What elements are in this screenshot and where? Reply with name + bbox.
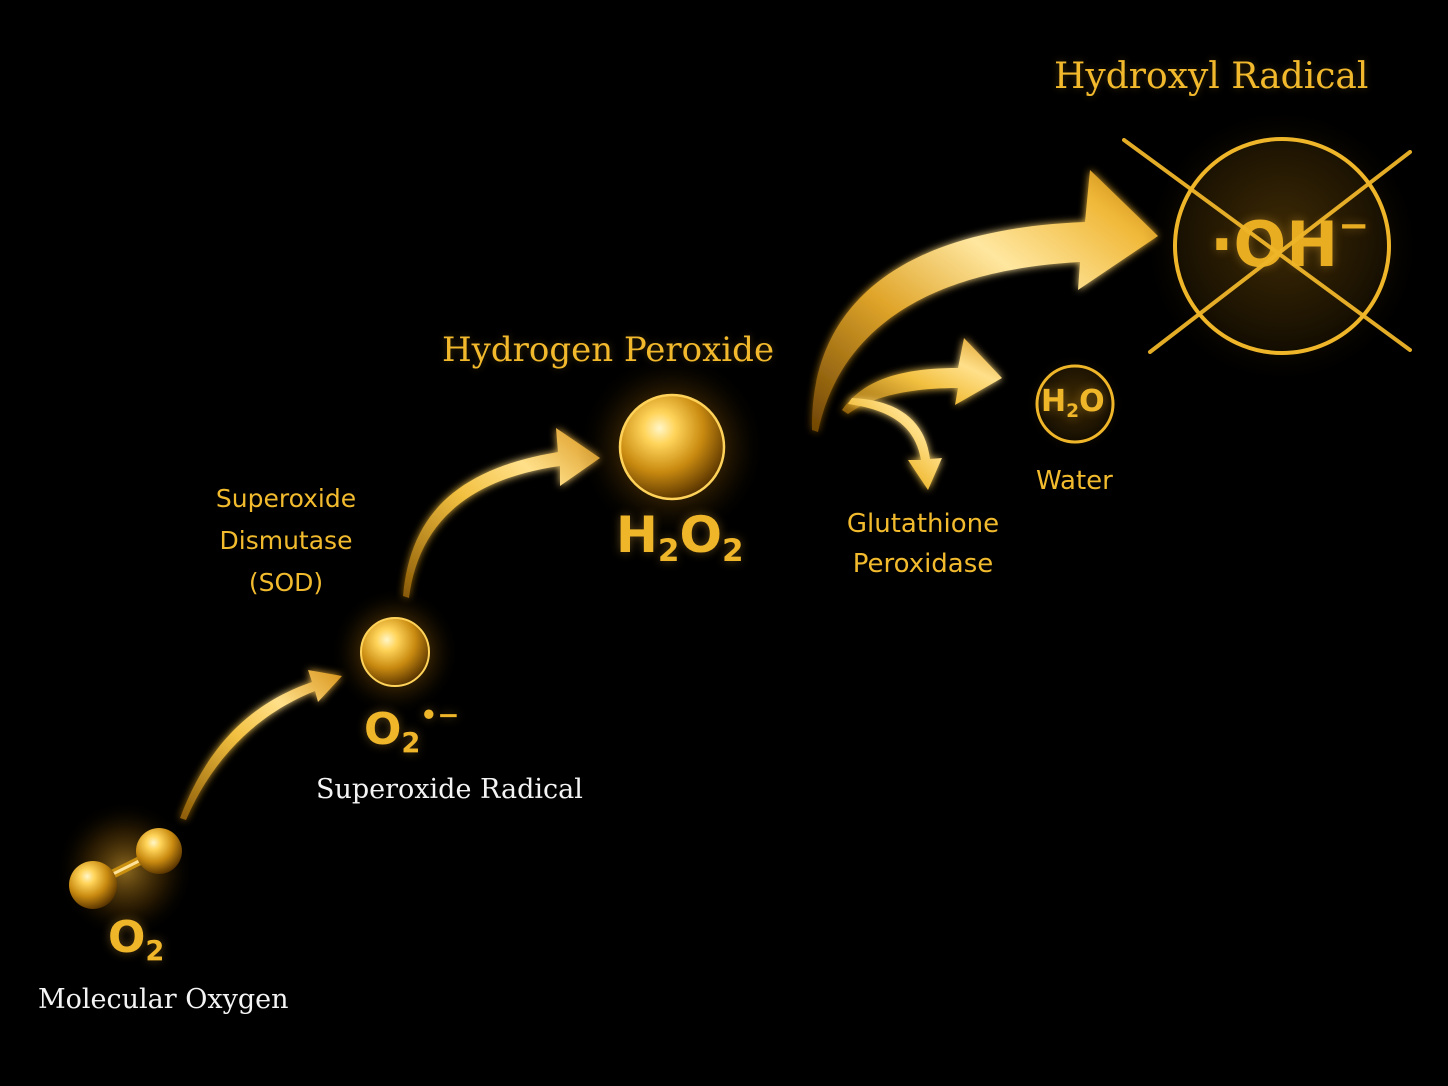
- sod-line-1: Superoxide: [215, 484, 357, 513]
- water-formula-o: O: [1079, 384, 1105, 419]
- water-circle-icon: [1025, 354, 1125, 454]
- h2o2-formula: H2O2: [616, 506, 744, 569]
- o2-caption: Molecular Oxygen: [38, 984, 289, 1015]
- sod-line-2: Dismutase: [219, 526, 353, 555]
- hydroxyl-heading: Hydroxyl Radical: [1054, 56, 1369, 97]
- water-formula: H2O: [1041, 384, 1105, 422]
- h2o2-formula-h-sub: 2: [657, 533, 680, 570]
- o2-formula: O2: [108, 912, 164, 967]
- superoxide-formula-main: O: [364, 704, 402, 755]
- hydroxyl-circle-icon: [1142, 106, 1422, 386]
- water-formula-h: H: [1041, 384, 1067, 419]
- gpx-line-1: Glutathione: [846, 509, 1000, 539]
- hydrogen-peroxide-sphere-icon: [577, 352, 767, 542]
- superoxide-caption: Superoxide Radical: [316, 774, 583, 805]
- superoxide-formula: O2•−: [364, 700, 459, 759]
- o2-formula-sub: 2: [145, 936, 165, 968]
- arrow-h2o2-to-water: [842, 338, 1002, 414]
- superoxide-formula-sub: 2: [401, 728, 421, 760]
- water-formula-sub: 2: [1066, 400, 1080, 422]
- arrow-h2o2-to-hydroxyl: [811, 170, 1158, 432]
- gpx-line-2: Peroxidase: [852, 549, 994, 579]
- oxygen-molecule-icon: [55, 800, 195, 940]
- h2o2-formula-o-sub: 2: [721, 533, 744, 570]
- hydroxyl-formula-sup: −: [1338, 203, 1370, 248]
- arrow-o2-to-superoxide: [180, 670, 342, 820]
- o2-formula-main: O: [108, 912, 146, 963]
- arrow-to-glutathione-peroxidase: [848, 398, 942, 490]
- h2o2-formula-h: H: [616, 506, 658, 564]
- h2o2-formula-o: O: [679, 506, 722, 564]
- superoxide-sphere-icon: [330, 587, 460, 717]
- gpx-enzyme-label: Glutathione Peroxidase: [833, 504, 1013, 584]
- water-caption: Water: [1036, 466, 1113, 496]
- superoxide-formula-sup: •−: [420, 700, 460, 732]
- sod-enzyme-label: Superoxide Dismutase (SOD): [196, 478, 376, 604]
- sod-line-3: (SOD): [248, 568, 324, 597]
- h2o2-heading: Hydrogen Peroxide: [442, 330, 775, 370]
